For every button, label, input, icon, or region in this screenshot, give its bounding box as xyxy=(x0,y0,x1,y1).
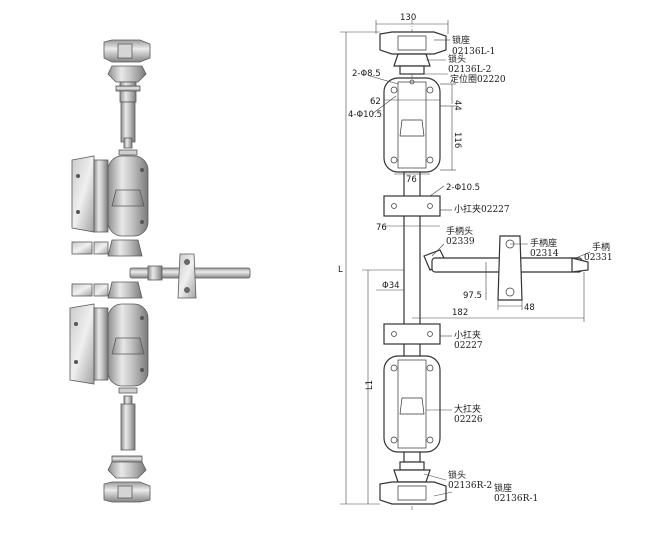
exploded-lock-head-bottom xyxy=(107,455,147,479)
label-small-clamp-lower: 小扛夹 xyxy=(454,329,481,341)
exploded-clamp-lower xyxy=(69,303,149,387)
label-handle-head: 手柄头 xyxy=(446,225,473,237)
dim-hole-2-phi8-5: 2-Φ8.5 xyxy=(352,69,381,79)
drawing-clamp-lower xyxy=(383,355,441,453)
exploded-handle xyxy=(129,253,251,299)
label-handle-seat-code: 02314 xyxy=(530,249,559,259)
label-handle-head-code: 02339 xyxy=(446,237,475,247)
dim-hole-4-phi10-5: 4-Φ10.5 xyxy=(348,110,382,120)
label-locating-ring: 定位圈02220 xyxy=(450,73,506,85)
dim-rod-diameter: Φ34 xyxy=(382,281,400,291)
dim-97-5: 97.5 xyxy=(463,291,482,301)
label-lock-seat-bottom-code: 02136R-1 xyxy=(494,494,538,504)
drawing-lock-seat-bottom xyxy=(379,481,447,505)
drawing-lock-head-bottom xyxy=(393,461,431,483)
dim-76-clamp: 76 xyxy=(376,223,387,233)
dim-116: 116 xyxy=(452,132,462,148)
exploded-lock-seat-top xyxy=(103,39,151,63)
dim-44: 44 xyxy=(452,100,462,111)
label-small-clamp-lower-code: 02227 xyxy=(454,341,483,351)
exploded-view xyxy=(69,39,251,503)
dim-hole-2-phi10-5: 2-Φ10.5 xyxy=(446,183,480,193)
exploded-small-clamp-lower xyxy=(71,281,143,299)
exploded-rod-top xyxy=(118,101,138,156)
dim-48: 48 xyxy=(524,303,535,313)
label-lock-seat-bottom: 锁座 xyxy=(494,482,512,494)
drawing-clamp-upper xyxy=(383,77,441,173)
drawing-small-clamp-lower xyxy=(383,323,441,345)
label-lock-head-bottom-code: 02136R-2 xyxy=(448,481,492,491)
dim-L1: L1 xyxy=(365,380,375,390)
label-small-clamp-upper: 小扛夹02227 xyxy=(454,203,510,215)
dim-top-width: 130 xyxy=(400,13,416,23)
label-handle-seat: 手柄座 xyxy=(530,237,557,249)
dim-182: 182 xyxy=(452,308,468,318)
exploded-rod-bottom xyxy=(118,387,138,451)
drawing-lock-seat-top xyxy=(379,31,447,55)
dimension-lines xyxy=(340,20,591,505)
dim-L: L xyxy=(338,265,343,275)
technical-drawing: 130 2-Φ8.5 62 4-Φ10.5 44 116 76 2-Φ10.5 … xyxy=(338,13,613,512)
label-lock-seat-top: 锁座 xyxy=(452,34,470,46)
label-lock-head-top: 锁头 xyxy=(448,53,466,65)
label-handle-code: 02331 xyxy=(584,253,613,263)
label-lock-head-bottom: 锁头 xyxy=(448,469,466,481)
drawing-lock-head-top xyxy=(393,53,431,75)
label-lock-head-top-code: 02136L-2 xyxy=(448,65,491,75)
label-big-clamp-code: 02226 xyxy=(454,415,483,425)
dim-62: 62 xyxy=(370,97,381,107)
label-lock-seat-top-code: 02136L-1 xyxy=(452,47,495,57)
drawing-handle xyxy=(423,235,589,301)
exploded-lock-seat-bottom xyxy=(103,481,151,503)
drawing-small-clamp-upper xyxy=(383,195,441,217)
dim-76-upper: 76 xyxy=(406,175,417,185)
exploded-small-clamp-upper xyxy=(71,239,143,257)
exploded-lock-head-top xyxy=(107,65,147,103)
label-handle: 手柄 xyxy=(592,241,610,253)
label-big-clamp: 大扛夹 xyxy=(454,403,481,415)
exploded-clamp-upper xyxy=(71,155,149,237)
